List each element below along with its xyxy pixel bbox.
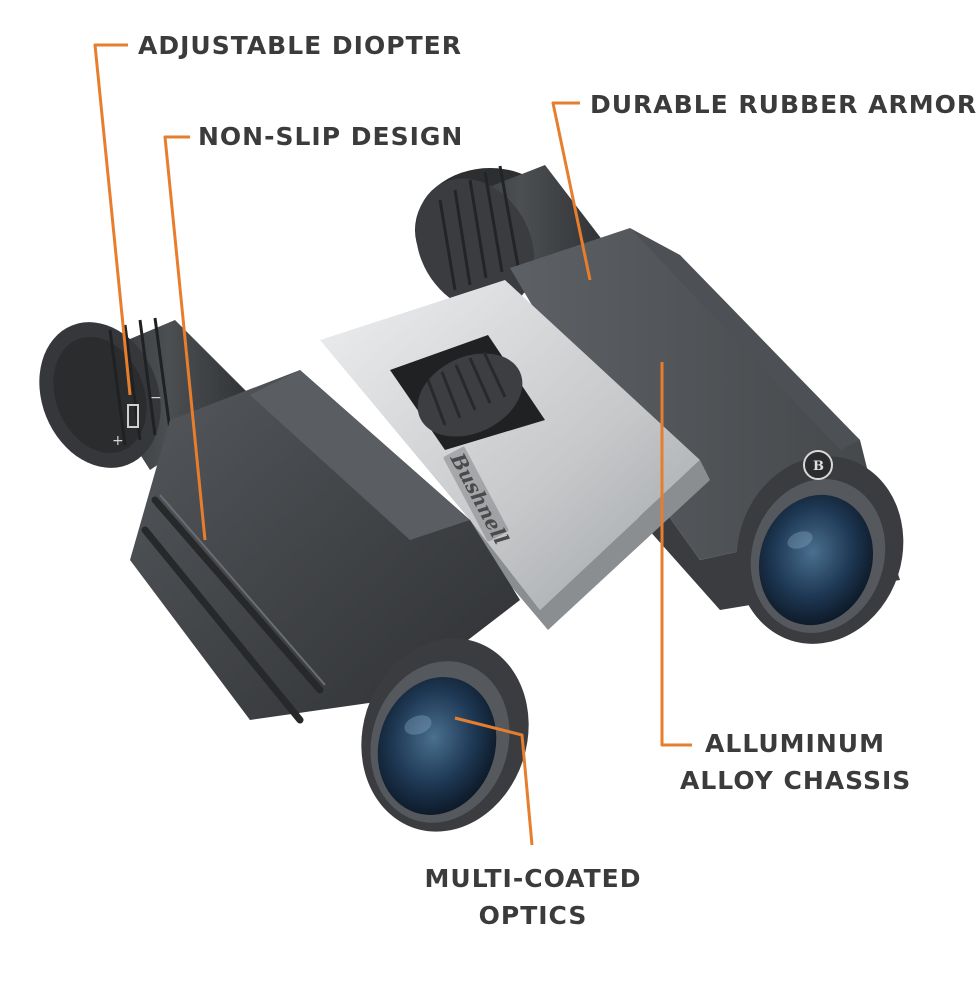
bushnell-logo-badge bbox=[803, 450, 833, 480]
leader-aluminum-alloy-chassis bbox=[660, 362, 692, 747]
callout-non-slip-design: NON-SLIP DESIGN bbox=[198, 122, 464, 151]
rear-objective-lens: B bbox=[736, 450, 904, 644]
leader-multi-coated-optics bbox=[454, 716, 534, 846]
callout-multi-coated-line1: MULTI-COATED bbox=[424, 864, 642, 893]
callout-durable-rubber-armor: DURABLE RUBBER ARMOR bbox=[590, 90, 978, 119]
leader-non-slip-design bbox=[163, 135, 207, 541]
diopter-minus-mark: − bbox=[150, 390, 162, 406]
front-eyepiece-left: + − bbox=[39, 317, 255, 470]
non-slip-grip-grooves bbox=[141, 496, 324, 724]
leader-durable-rubber-armor bbox=[551, 101, 592, 281]
front-objective-lens bbox=[361, 638, 529, 832]
callout-multi-coated-line2: OPTICS bbox=[478, 901, 588, 930]
callout-aluminum-line1: ALLUMINUM bbox=[705, 729, 885, 758]
left-housing bbox=[130, 370, 520, 724]
diopter-index-mark bbox=[127, 404, 139, 428]
callout-aluminum-line2: ALLOY CHASSIS bbox=[680, 766, 912, 795]
callout-aluminum-alloy-chassis: ALLUMINUM ALLOY CHASSIS bbox=[680, 725, 910, 799]
leader-adjustable-diopter bbox=[93, 43, 132, 396]
callout-adjustable-diopter: ADJUSTABLE DIOPTER bbox=[138, 31, 462, 60]
aluminum-bridge: Bushnell bbox=[320, 280, 710, 630]
callout-multi-coated-optics: MULTI-COATED OPTICS bbox=[418, 860, 648, 934]
diopter-plus-mark: + bbox=[112, 433, 124, 449]
bushnell-logo-icon: B bbox=[813, 459, 824, 474]
callout-leader-lines bbox=[93, 43, 692, 846]
